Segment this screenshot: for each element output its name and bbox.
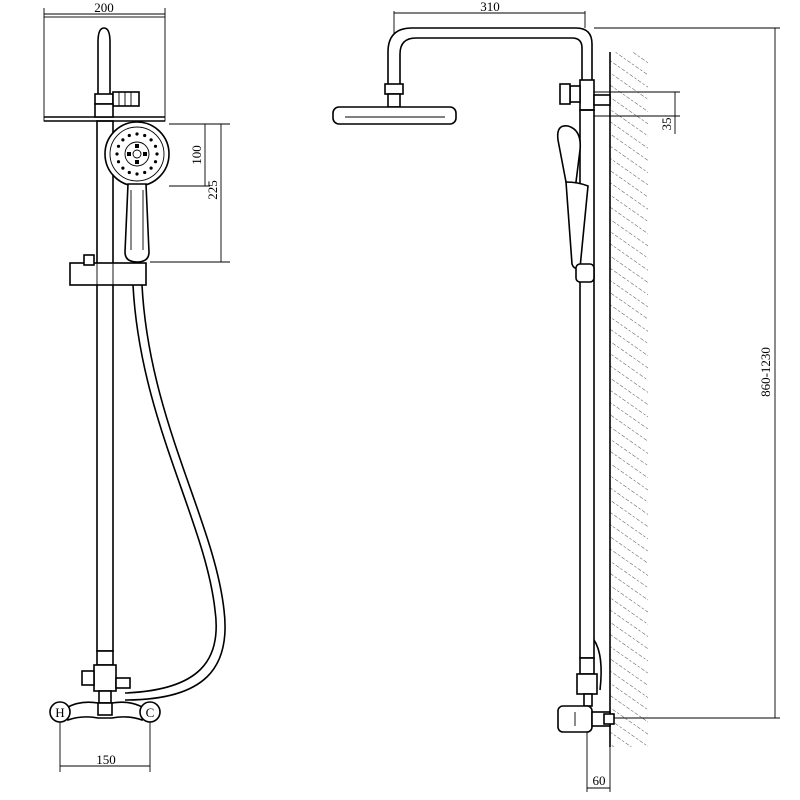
nozzle-dot (143, 133, 147, 138)
dim-hand-shower-height: 225 (205, 180, 220, 200)
slide-rail-front (96, 120, 114, 652)
nozzle-dot (135, 132, 139, 136)
wall-section (610, 52, 648, 747)
nozzle-square (127, 152, 131, 156)
shower-arm-front (97, 27, 111, 94)
nozzle-dot (155, 152, 159, 156)
nozzle-dot (153, 144, 158, 148)
nozzle-dot (116, 160, 121, 164)
mixer-valve-front: H C (49, 701, 161, 723)
hand-shower-front (104, 121, 170, 263)
nozzle-dot (121, 166, 125, 170)
nozzle-square (143, 152, 147, 156)
hand-shower-side (556, 124, 595, 283)
nozzle-dot (127, 170, 131, 175)
dim-hand-shower-dia: 100 (189, 145, 204, 165)
mixer-valve-side (557, 705, 615, 733)
nozzle-dot (153, 160, 158, 164)
nozzle-square (135, 144, 139, 148)
nozzle-dot (115, 152, 119, 156)
nozzle-square (135, 160, 139, 164)
dim-wall-offset: 60 (593, 773, 606, 788)
nozzle-dot (149, 166, 153, 170)
nozzle-dot (135, 172, 139, 176)
nozzle-dot (143, 170, 147, 175)
valve-hot-mark: H (55, 705, 64, 720)
side-view: 310 35 (332, 0, 780, 792)
dim-head-width: 200 (94, 0, 114, 15)
dim-bracket-height: 35 (659, 118, 674, 131)
nozzle-dot (127, 133, 131, 138)
slider-holder-front (69, 262, 147, 286)
dim-arm-projection: 310 (480, 0, 500, 14)
nozzle-dot (121, 138, 125, 142)
valve-cold-mark: C (146, 705, 155, 720)
dim-valve-centers: 150 (96, 752, 116, 767)
hose-front (124, 284, 217, 694)
dim-height-range: 860-1230 (758, 347, 773, 397)
rain-head-side (332, 106, 457, 125)
shower-arm-side (387, 27, 593, 84)
hose-side (593, 639, 602, 691)
nozzle-dot (149, 138, 153, 142)
front-view: 200 100 225 (43, 0, 230, 772)
nozzle-dot (116, 144, 121, 148)
